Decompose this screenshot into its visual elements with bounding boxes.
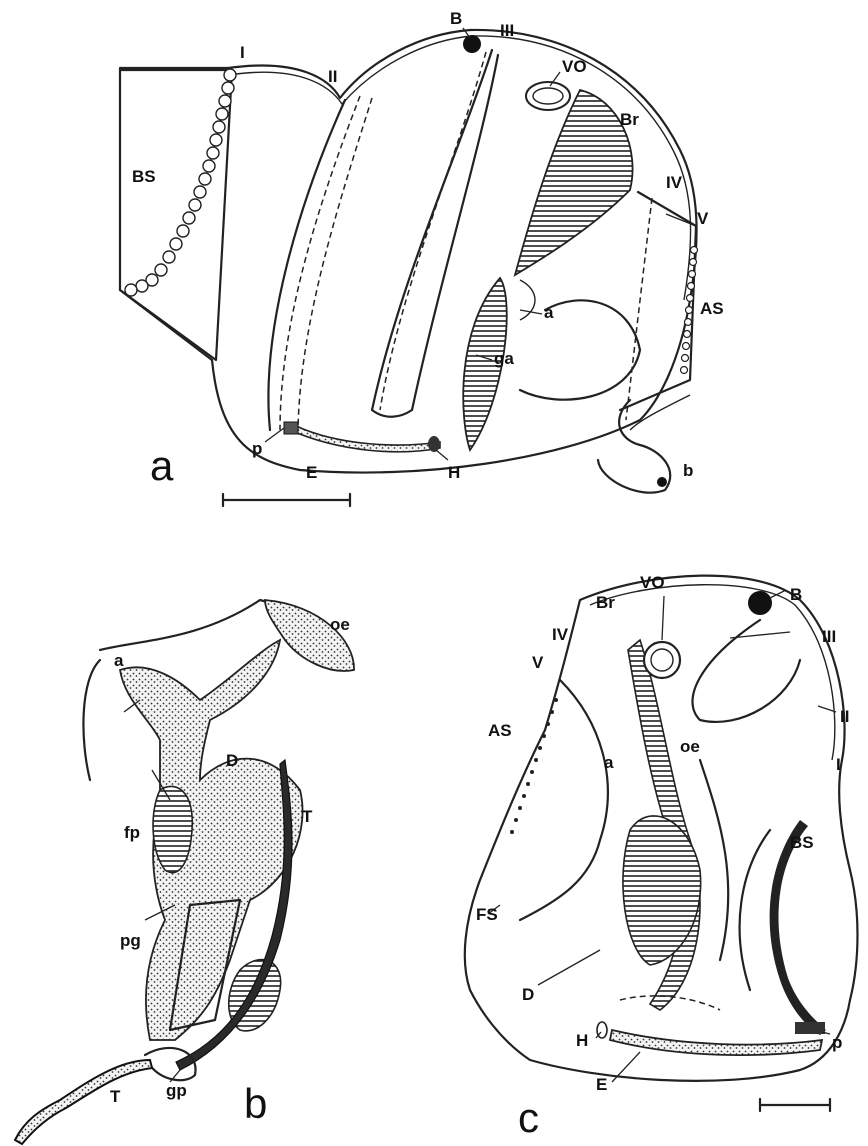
label-a-B: B	[450, 9, 462, 28]
label-c-I: I	[836, 755, 841, 774]
carapace-outline	[120, 30, 697, 473]
label-c-p: p	[832, 1033, 842, 1052]
label-a-BS: BS	[132, 167, 156, 186]
label-a-ga: ga	[494, 349, 514, 368]
label-b-D: D	[226, 751, 238, 770]
label-c-a: a	[604, 753, 614, 772]
label-a-AS: AS	[700, 299, 724, 318]
label-b-gp: gp	[166, 1081, 187, 1100]
label-a-E: E	[306, 463, 317, 482]
panel-letter-a: a	[150, 442, 174, 489]
p-knob	[284, 422, 298, 434]
label-a-VO: VO	[562, 57, 587, 76]
label-c-Br: Br	[596, 593, 615, 612]
label-c-B: B	[790, 585, 802, 604]
label-b-pg: pg	[120, 931, 141, 950]
scale-bar-a	[223, 494, 350, 506]
label-a-p: p	[252, 439, 262, 458]
label-c-oe: oe	[680, 737, 700, 756]
c-bs-arc	[770, 820, 826, 1035]
label-a-III: III	[500, 21, 514, 40]
label-c-BS: BS	[790, 833, 814, 852]
panel-letter-b: b	[244, 1080, 267, 1127]
panel-a-labels: B III I II VO Br BS IV V a AS ga p E H b…	[132, 9, 724, 489]
label-c-III: III	[822, 627, 836, 646]
label-b-a: a	[114, 651, 124, 670]
b-appendage	[598, 395, 690, 493]
t-tail	[15, 1060, 152, 1144]
label-b-T2: T	[110, 1087, 121, 1106]
label-c-E: E	[596, 1075, 607, 1094]
label-a-a: a	[544, 303, 554, 322]
label-b-T1: T	[302, 807, 313, 826]
label-c-V: V	[532, 653, 544, 672]
label-c-H: H	[576, 1031, 588, 1050]
label-a-H: H	[448, 463, 460, 482]
c-vo-ring	[644, 642, 680, 678]
label-b-oe: oe	[330, 615, 350, 634]
label-c-FS: FS	[476, 905, 498, 924]
label-a-IV: IV	[666, 173, 683, 192]
c-e-bar	[610, 1030, 822, 1055]
c-as-dots	[510, 698, 558, 834]
label-a-Br: Br	[620, 110, 639, 129]
e-ventral-bar	[290, 426, 440, 452]
panel-b-drawing	[15, 600, 354, 1144]
c-p-block	[795, 1022, 825, 1034]
label-c-IV: IV	[552, 625, 569, 644]
fp-organ	[153, 786, 192, 872]
label-c-II: II	[840, 707, 849, 726]
label-a-II: II	[328, 67, 337, 86]
h-mark	[428, 436, 440, 452]
panel-a-drawing	[120, 30, 698, 506]
label-a-b: b	[683, 461, 693, 480]
label-c-AS: AS	[488, 721, 512, 740]
hatched-organ-upper	[515, 90, 633, 275]
label-c-D: D	[522, 985, 534, 1004]
label-a-V: V	[697, 209, 709, 228]
c-b-eye	[748, 591, 772, 615]
b-eye	[463, 35, 481, 53]
panel-letter-c: c	[518, 1094, 539, 1141]
label-a-I: I	[240, 43, 245, 62]
label-c-VO: VO	[640, 573, 665, 592]
scale-bar-c	[760, 1099, 830, 1111]
label-b-fp: fp	[124, 823, 140, 842]
oe-lobe	[265, 600, 354, 671]
